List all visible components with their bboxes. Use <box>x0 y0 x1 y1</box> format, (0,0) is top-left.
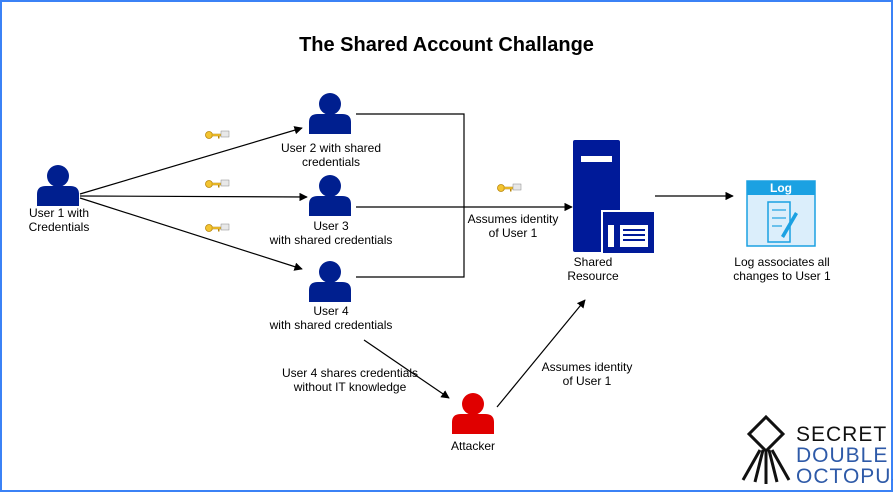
brand-wordmark: SECRET DOUBLE OCTOPUS <box>796 424 893 487</box>
edge-user4-connector <box>356 207 465 278</box>
user-icon <box>37 165 79 206</box>
key-icon <box>497 183 522 192</box>
user-icon <box>309 261 351 302</box>
brand-line-2: DOUBLE <box>796 444 889 467</box>
brand-line-1: SECRET <box>796 423 888 446</box>
edge-user2-connector <box>356 113 465 207</box>
attacker-label: Attacker <box>450 439 495 453</box>
attacker-icon <box>452 393 494 434</box>
user-icon <box>309 93 351 134</box>
user-icon <box>309 175 351 216</box>
server-icon <box>573 140 655 254</box>
diagram-title: The Shared Account Challange <box>299 34 594 56</box>
edge-user1-user3 <box>79 192 308 202</box>
edge-attacker-resource <box>496 299 586 408</box>
key-icon <box>205 130 230 139</box>
edge-user1-user4 <box>79 197 303 271</box>
brand-line-3: OCTOPUS <box>796 465 893 488</box>
octopus-logo-icon <box>741 414 791 484</box>
log-header: Log <box>770 181 792 195</box>
key-icon <box>205 179 230 188</box>
edge-user1-user2 <box>79 126 303 195</box>
key-icon <box>205 223 230 232</box>
log-document-icon <box>746 180 816 247</box>
edge-user4-attacker <box>363 339 450 399</box>
